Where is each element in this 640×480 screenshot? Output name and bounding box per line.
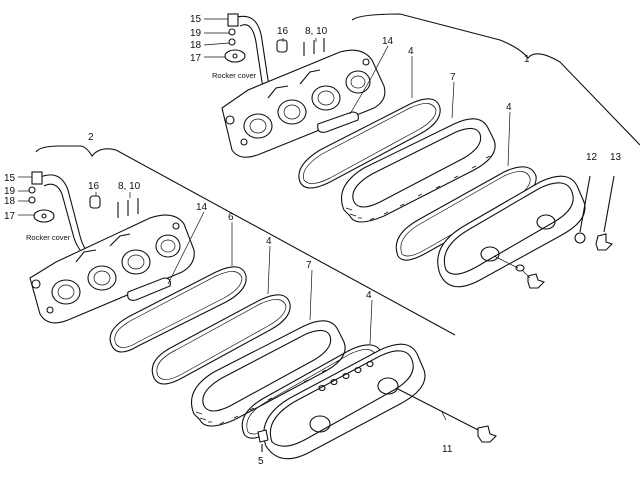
- label-part-15-lower: 15: [4, 173, 16, 184]
- label-part-7-upper: 7: [450, 72, 456, 83]
- tube-14-lower: [127, 277, 171, 301]
- assembly-1-bracket: [351, 13, 640, 146]
- label-part-14-lower: 14: [196, 202, 208, 213]
- filter-element-7-lower: [190, 320, 346, 427]
- washer-18-upper: [228, 38, 236, 46]
- label-part-17-upper: 17: [190, 53, 202, 64]
- label-rocker-cover-lower: Rocker cover: [26, 233, 71, 242]
- studs-8-10-upper: [303, 38, 325, 56]
- label-part-5: 5: [258, 456, 264, 467]
- filter-element-7-upper: [340, 118, 496, 223]
- flange-17-upper: [224, 49, 246, 63]
- label-assembly-2: 2: [88, 132, 94, 143]
- label-part-13: 13: [610, 152, 622, 163]
- label-part-4-upper-a: 4: [408, 46, 414, 57]
- label-part-7-lower: 7: [306, 260, 312, 271]
- label-part-16-lower: 16: [88, 181, 100, 192]
- gasket-4-upper-a: [298, 98, 441, 189]
- intake-manifold-upper: [221, 49, 386, 158]
- gasket-6: [109, 266, 247, 353]
- gasket-4-upper-b: [395, 166, 537, 261]
- label-part-4-lower-b: 4: [366, 290, 372, 301]
- label-part-6: 6: [228, 212, 234, 223]
- label-part-12: 12: [586, 152, 598, 163]
- washer-18-lower: [28, 196, 36, 204]
- leader-lines: [18, 18, 511, 345]
- label-part-8-10-lower: 8, 10: [118, 181, 141, 192]
- label-assembly-1: 1: [524, 54, 530, 65]
- breather-hose-lower: [37, 174, 87, 251]
- gasket-4-lower-a: [151, 294, 291, 385]
- part-16-lower: [89, 195, 101, 209]
- label-part-17-lower: 17: [4, 211, 16, 222]
- wing-nut-13: [595, 175, 615, 251]
- part-16-upper: [276, 39, 288, 53]
- studs-8-10-lower: [117, 198, 139, 218]
- label-part-19-lower: 19: [4, 186, 16, 197]
- air-cleaner-cover-upper: [437, 175, 586, 288]
- nut-19-lower: [28, 186, 36, 194]
- nut-19-upper: [228, 28, 236, 36]
- nut-lower-cover-upper: [493, 255, 546, 289]
- hose-clip-lower: [31, 171, 43, 185]
- label-part-11: 11: [442, 444, 453, 455]
- tube-14-upper: [317, 111, 359, 133]
- label-part-14-upper: 14: [382, 36, 394, 47]
- intake-manifold-lower: [29, 214, 195, 324]
- label-part-8-10-upper: 8, 10: [305, 26, 328, 37]
- assembly-2-bracket: [35, 145, 456, 336]
- label-part-4-upper-b: 4: [506, 102, 512, 113]
- label-part-18-lower: 18: [4, 196, 16, 207]
- flange-17-lower: [33, 209, 55, 223]
- nut-12: [574, 175, 591, 244]
- label-part-19-upper: 19: [190, 28, 202, 39]
- label-part-15-upper: 15: [190, 14, 202, 25]
- clip-5: [257, 429, 269, 452]
- air-cleaner-cover-lower: [263, 343, 426, 460]
- label-part-16-upper: 16: [277, 26, 289, 37]
- label-part-18-upper: 18: [190, 40, 202, 51]
- label-part-4-lower-a: 4: [266, 236, 272, 247]
- bolt-11: [395, 387, 498, 443]
- hose-clip-upper: [227, 13, 239, 27]
- label-rocker-cover-upper: Rocker cover: [212, 71, 257, 80]
